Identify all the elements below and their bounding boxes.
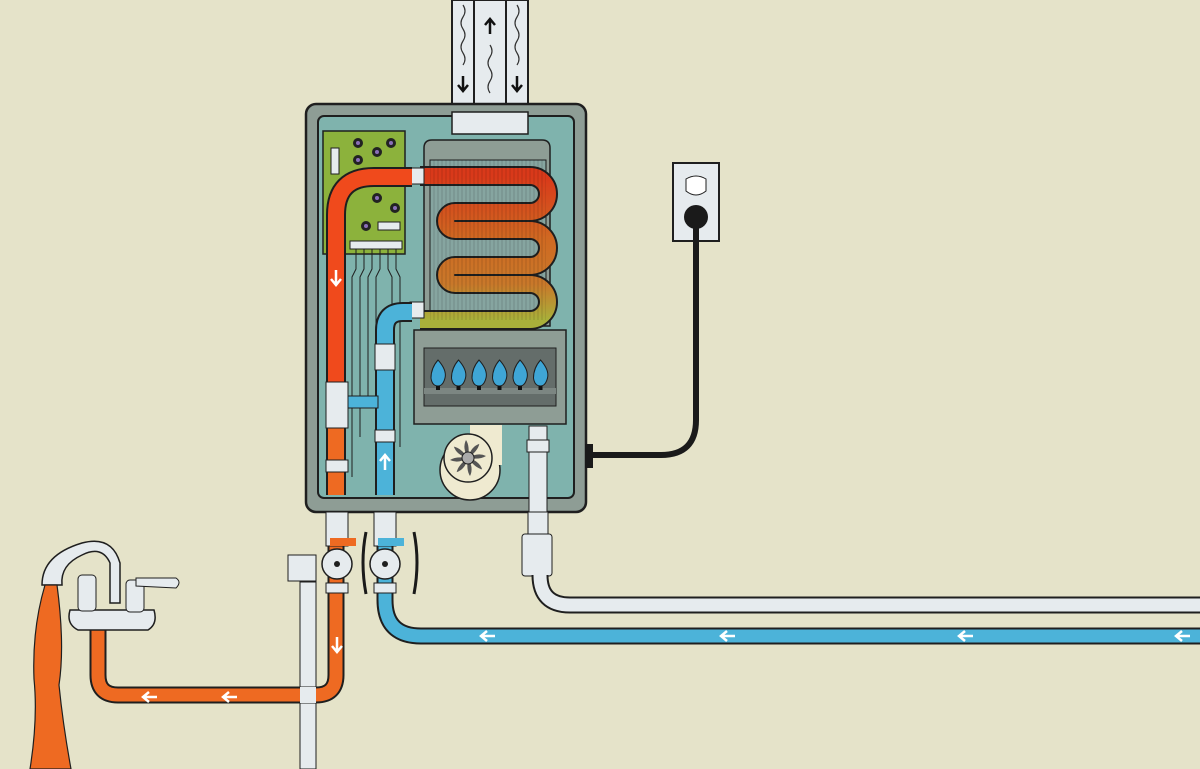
arrow-left-icon: [1174, 630, 1190, 642]
arrow-left-icon: [221, 691, 237, 703]
hot-water-outlet-line: [89, 512, 345, 704]
arrow-left-icon: [719, 630, 735, 642]
gas-line: [521, 511, 1200, 614]
arrow-down-icon: [457, 76, 469, 93]
arrow-down-icon: [511, 76, 523, 93]
arrow-left-icon: [957, 630, 973, 642]
arrow-up-icon: [484, 17, 496, 34]
burner: [413, 329, 567, 425]
gas-pipe-internal: [526, 425, 550, 513]
water-stream: [29, 584, 72, 769]
flame-icon: [512, 359, 528, 390]
flame-icon: [532, 359, 549, 390]
cold-water-pipe-internal: [347, 302, 412, 495]
bypass-pipe: [299, 581, 317, 769]
arrow-up-icon: [379, 453, 391, 470]
faucet: [41, 540, 180, 631]
flame-icon: [471, 359, 487, 390]
blower-fan: [439, 425, 502, 501]
arrow-left-icon: [141, 691, 157, 703]
exhaust-vent: [451, 0, 529, 105]
hot-isolation-valve: [321, 511, 356, 594]
hot-water-pipe-internal: [325, 167, 412, 495]
flame-icon: [491, 359, 508, 390]
arrow-down-icon: [330, 270, 342, 287]
flame-icon: [450, 359, 467, 390]
power-cord: [590, 228, 699, 458]
flame-icon: [430, 359, 446, 390]
cold-water-supply-line: [376, 512, 1200, 645]
arrow-left-icon: [479, 630, 495, 642]
arrow-down-icon: [331, 637, 343, 654]
heat-exchanger: [409, 139, 558, 330]
cold-isolation-valve: [361, 511, 419, 595]
power-outlet: [672, 162, 720, 242]
